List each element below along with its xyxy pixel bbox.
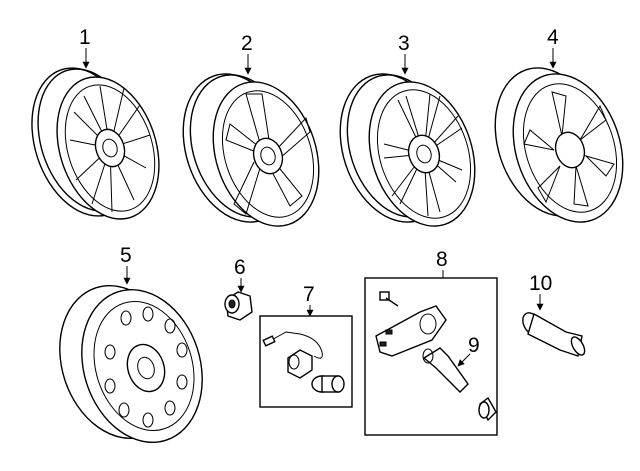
wheel-1-multi-spoke[interactable]: 1 [14,26,176,232]
wheel-3-split-spoke[interactable]: 3 [322,32,492,240]
wheel-lock-kit-7[interactable]: 7 [259,283,353,408]
callout-6: 6 [234,256,246,279]
callout-3: 3 [398,32,410,55]
callout-5: 5 [120,244,132,267]
wheel-3-spokes [383,93,463,217]
wheel-5-steel-spare[interactable]: 5 [41,244,222,458]
wheel-5-vent-holes [104,306,188,428]
wheel-2-five-spoke[interactable]: 2 [165,32,336,240]
wheel-2-spokes [225,93,311,215]
wheel-4-spokes [523,91,615,207]
tpms-valve-stem-9[interactable]: 9 [422,334,497,422]
sensor-body [375,305,447,357]
callout-1: 1 [79,26,91,49]
callout-8: 8 [436,248,448,271]
callout-2: 2 [241,32,253,55]
valve-cap [478,396,497,422]
wheel-4-chrome[interactable]: 4 [477,26,640,236]
callout-4: 4 [547,26,559,49]
lock-key [311,375,345,393]
lock-nut [287,349,313,379]
tpms-sensor-kit-8[interactable]: 8 9 [364,248,498,436]
wheel-1-spokes [69,85,151,213]
callout-7: 7 [303,283,315,306]
callout-9: 9 [468,334,480,357]
valve-stem-10[interactable]: 10 [519,272,587,357]
sensor-screw [379,291,399,307]
lug-nut-6[interactable]: 6 [224,256,253,321]
callout-10: 10 [529,272,552,295]
